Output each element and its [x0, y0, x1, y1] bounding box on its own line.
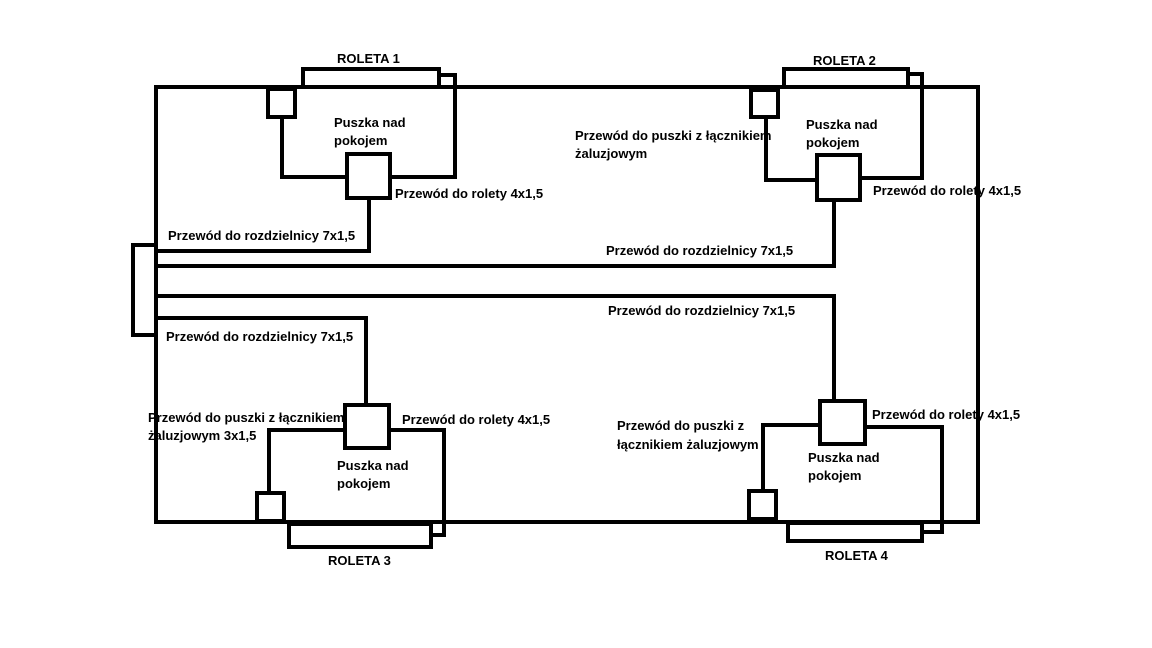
blind-1-label: ROLETA 1 — [337, 51, 400, 66]
blind-2-label: ROLETA 2 — [813, 53, 876, 68]
blind-wire-4-label: Przewód do rolety 4x1,5 — [872, 407, 1020, 422]
blind-2 — [782, 67, 910, 89]
junction-box-2-label: Puszka nad — [806, 117, 878, 132]
blind-switch-box-4 — [747, 489, 778, 521]
switch-wire-3-label: Przewód do puszki z łącznikiem — [148, 410, 345, 425]
switch-wire-3 — [267, 428, 347, 495]
switch-wire-4-label: łącznikiem żaluzjowym — [617, 437, 759, 452]
blind-3 — [287, 522, 433, 549]
switch-wire-2-label: żaluzjowym — [575, 146, 647, 161]
panel-wire-1 — [154, 196, 371, 253]
junction-box-1-label: Puszka nad — [334, 115, 406, 130]
blind-4 — [786, 521, 924, 543]
blind-3-label: ROLETA 3 — [328, 553, 391, 568]
junction-box-2 — [815, 153, 862, 202]
junction-box-4-label: Puszka nad — [808, 450, 880, 465]
panel-wire-3-label: Przewód do rozdzielnicy 7x1,5 — [166, 329, 353, 344]
switch-wire-1 — [280, 115, 349, 179]
blind-wire-3-label: Przewód do rolety 4x1,5 — [402, 412, 550, 427]
blind-1 — [301, 67, 441, 89]
blind-wire-1-label: Przewód do rolety 4x1,5 — [395, 186, 543, 201]
junction-box-3-label: pokojem — [337, 476, 390, 491]
blind-switch-box-2 — [749, 88, 780, 119]
junction-box-4-label: pokojem — [808, 468, 861, 483]
panel-wire-3 — [154, 316, 368, 407]
junction-box-2-label: pokojem — [806, 135, 859, 150]
blind-switch-box-3 — [255, 491, 286, 523]
junction-box-4 — [818, 399, 867, 446]
switch-wire-4-label: Przewód do puszki z — [617, 418, 745, 433]
switch-wire-2-label: Przewód do puszki z łącznikiem — [575, 128, 772, 143]
switch-wire-3-label: żaluzjowym 3x1,5 — [148, 428, 256, 443]
switch-wire-2 — [764, 115, 819, 182]
blind-wire-2-label: Przewód do rolety 4x1,5 — [873, 183, 1021, 198]
panel-wire-2 — [154, 198, 836, 268]
panel-wire-4 — [154, 294, 836, 403]
blind-wire-3 — [387, 428, 446, 537]
junction-box-3-label: Puszka nad — [337, 458, 409, 473]
blind-wire-4 — [863, 425, 944, 534]
blind-switch-box-1 — [266, 87, 297, 119]
panel-wire-4-label: Przewód do rozdzielnicy 7x1,5 — [608, 303, 795, 318]
switch-wire-4 — [761, 423, 822, 493]
distribution-panel — [131, 243, 158, 337]
panel-wire-2-label: Przewód do rozdzielnicy 7x1,5 — [606, 243, 793, 258]
blind-wire-2 — [858, 72, 924, 180]
blind-4-label: ROLETA 4 — [825, 548, 889, 563]
junction-box-3 — [343, 403, 391, 450]
junction-box-1 — [345, 152, 392, 200]
panel-wire-1-label: Przewód do rozdzielnicy 7x1,5 — [168, 228, 355, 243]
blind-wire-1 — [388, 73, 457, 179]
junction-box-1-label: pokojem — [334, 133, 387, 148]
